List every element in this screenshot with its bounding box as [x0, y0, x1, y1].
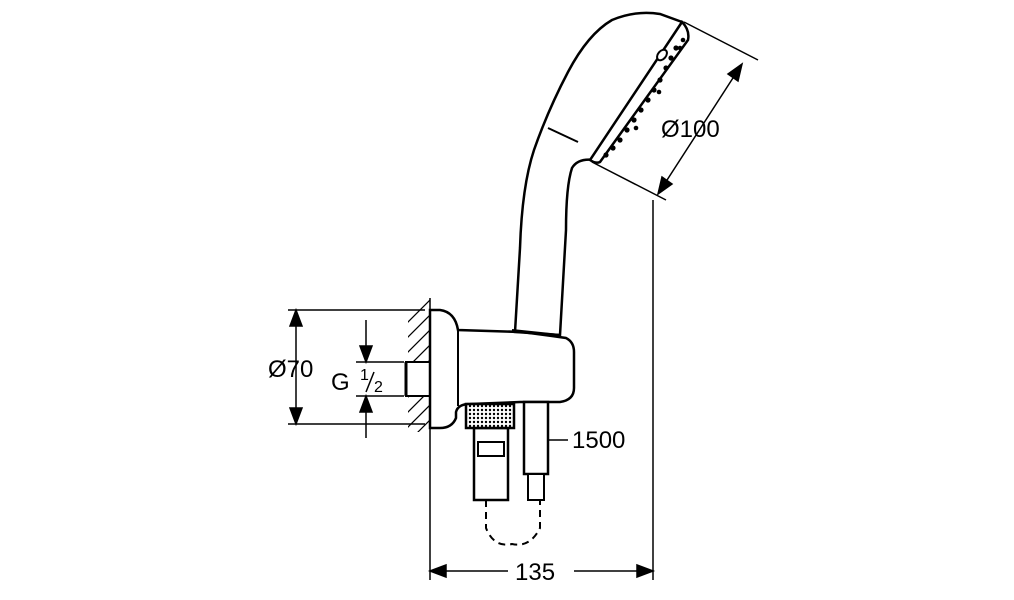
label-head-diameter: Ø100: [661, 116, 720, 143]
hand-shower: [511, 11, 690, 337]
spray-nozzles: [603, 37, 686, 158]
dimension-head-diameter: [591, 21, 759, 201]
label-thread-prefix: G: [331, 369, 350, 396]
label-thread-denominator: 2: [374, 379, 383, 396]
hand-shower-handle: [513, 11, 684, 337]
wall-thread-stub: [405, 361, 431, 397]
dimension-thread: [356, 320, 404, 438]
hose-nut: [464, 402, 516, 430]
label-rosette-diameter: Ø70: [268, 356, 313, 383]
label-thread-numerator: 1: [360, 367, 369, 384]
label-hose-length: 1500: [572, 427, 625, 454]
hose: [464, 400, 550, 546]
thread-fraction-slash: [365, 371, 375, 393]
label-projection: 135: [515, 559, 555, 586]
dimension-rosette-diameter: [288, 307, 425, 427]
dimension-projection: [427, 200, 656, 580]
wall-outlet-elbow: [428, 308, 576, 430]
spray-mode-button: [656, 48, 668, 62]
